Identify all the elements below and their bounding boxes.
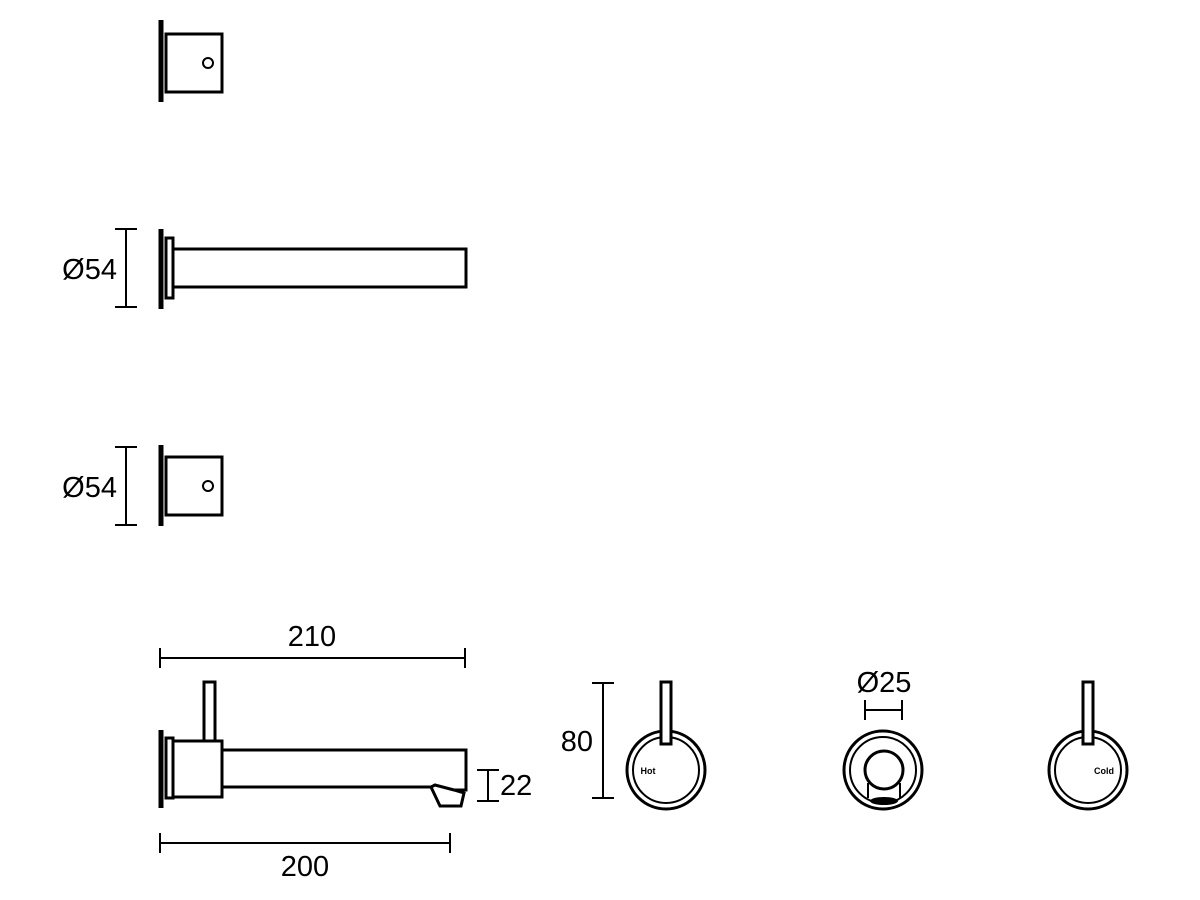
- dim-outlet-dia: Ø25: [857, 667, 912, 699]
- handle-lever: [1081, 680, 1095, 746]
- mixer-lever: [202, 680, 217, 743]
- spout-top-view: Ø54: [62, 228, 468, 309]
- spout-body: [171, 247, 468, 289]
- spout-outlet-front-view: Ø25: [842, 667, 924, 811]
- hot-label: Hot: [641, 766, 656, 776]
- mixer-pin: [202, 480, 214, 492]
- cold-label: Cold: [1094, 766, 1114, 776]
- dim-spout-length-bottom: 200: [281, 851, 329, 883]
- cold-handle-front-view: Cold: [1047, 680, 1129, 811]
- spout-flange-ring: [842, 729, 924, 811]
- mixer-body: [171, 739, 224, 799]
- dim-spout-length-top: 210: [288, 621, 336, 653]
- mixer-pin: [202, 57, 214, 69]
- aerator: [870, 797, 898, 805]
- dim-handle-height: 80: [561, 726, 593, 758]
- hot-handle-front-view: 80 Hot: [561, 680, 707, 811]
- spout-tube: [863, 749, 905, 791]
- spout-flange-inner: [849, 736, 917, 804]
- mixer-side-view-middle: Ø54: [62, 445, 224, 526]
- mixer-body: [164, 455, 224, 517]
- mixer-body: [164, 32, 224, 94]
- handle-lever: [659, 680, 673, 746]
- spout-outlet: [429, 783, 466, 808]
- dim-outlet-height: 22: [500, 770, 532, 802]
- dim-flange-dia-mid: Ø54: [62, 472, 117, 504]
- spout-elevation-view: 210 22 200: [158, 621, 532, 883]
- spout-body: [222, 748, 468, 792]
- dim-flange-dia-top: Ø54: [62, 254, 117, 286]
- mixer-side-view-top: [158, 20, 224, 102]
